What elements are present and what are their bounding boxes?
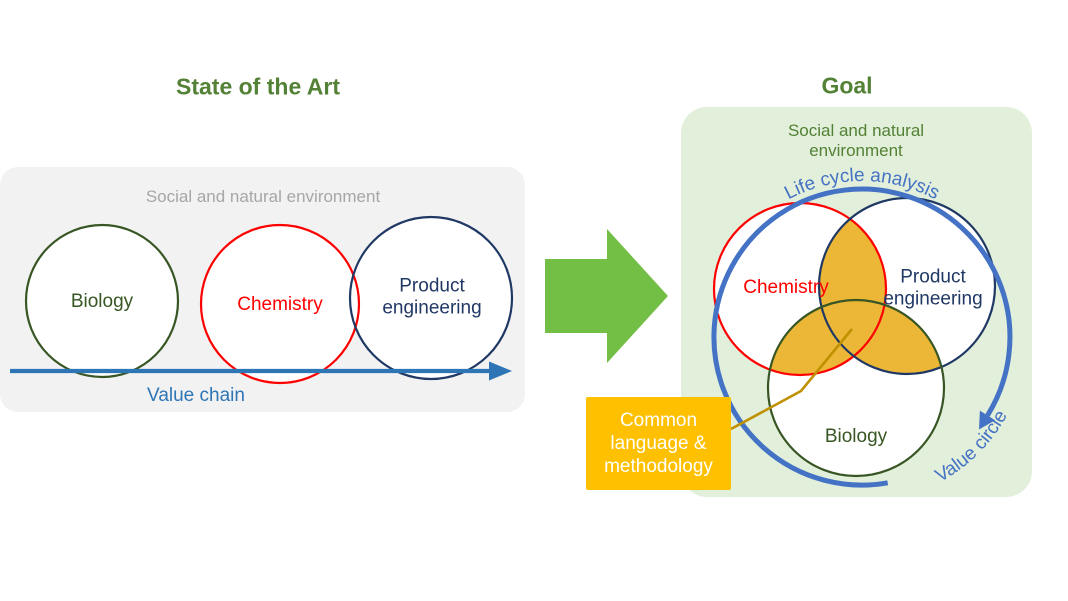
transition-arrow bbox=[545, 229, 668, 363]
value-chain-label: Value chain bbox=[147, 384, 245, 406]
chemistry-label-left: Chemistry bbox=[237, 293, 323, 315]
env-label-right: Social and natural environment bbox=[787, 120, 925, 160]
common-language-box: Common language & methodology bbox=[586, 397, 731, 490]
product-engineering-label-left: Product engineering bbox=[382, 275, 482, 319]
biology-label-venn: Biology bbox=[824, 425, 888, 447]
state-of-art-title: State of the Art bbox=[176, 73, 340, 100]
common-language-box-label: Common language & methodology bbox=[604, 409, 713, 478]
biology-label-left: Biology bbox=[70, 290, 134, 312]
goal-title: Goal bbox=[821, 72, 873, 99]
chemistry-label-venn: Chemistry bbox=[743, 276, 829, 298]
product-engineering-label-venn: Product engineering bbox=[883, 266, 983, 310]
env-label-left: Social and natural environment bbox=[145, 186, 381, 206]
